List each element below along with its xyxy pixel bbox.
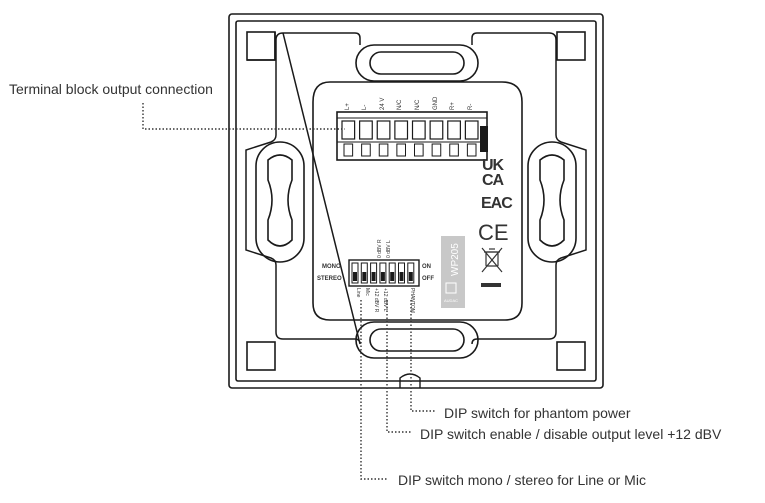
dip-stereo-label: STEREO	[317, 276, 342, 282]
model-label-text: WP205	[450, 243, 461, 276]
dip-label-0dbv-l: 0 dBV L	[386, 240, 392, 258]
right-mounting-slot	[527, 141, 577, 263]
weee-bin-icon	[481, 247, 503, 273]
dip-off-label: OFF	[422, 276, 434, 282]
dip-switch-block	[348, 259, 420, 287]
dip-label-12dbv-l: +12 dBV L	[382, 288, 388, 312]
weee-bar	[481, 283, 501, 287]
pin-label-nc-2: N/C	[415, 99, 421, 110]
leader-phantom	[410, 300, 436, 412]
dip-label-phantom: PHANTOM	[409, 288, 415, 313]
dip-switch-lever	[370, 262, 378, 284]
terminal-pin-slot	[359, 120, 373, 140]
dip-label-mic: Mic	[364, 288, 370, 296]
module-body	[312, 81, 523, 321]
bottom-notch	[399, 373, 421, 388]
pin-label-r-minus: R-	[468, 104, 474, 110]
callout-leaders	[142, 103, 436, 480]
eac-mark: EAC	[481, 195, 513, 212]
dip-on-label: ON	[422, 264, 431, 270]
terminal-pin-screw	[449, 143, 459, 157]
callout-terminal-block: Terminal block output connection	[9, 81, 213, 97]
callout-output-level: DIP switch enable / disable output level…	[420, 426, 722, 442]
dip-switch-knob	[399, 272, 404, 281]
terminal-pin-slot	[447, 120, 461, 140]
dip-switch-lever	[388, 262, 396, 284]
callout-mono-stereo: DIP switch mono / stereo for Line or Mic	[398, 472, 646, 488]
leader-mono	[360, 300, 388, 480]
terminal-pin-slot	[376, 120, 391, 140]
terminal-pin-screw	[431, 143, 442, 157]
brand-logo-icon	[445, 282, 457, 294]
dip-switch-lever	[398, 262, 405, 284]
model-label-panel	[441, 236, 465, 308]
left-mounting-slot	[255, 141, 305, 263]
dip-switch-knob	[371, 272, 376, 281]
terminal-pin-slot	[429, 120, 444, 140]
ce-mark: CE	[478, 220, 509, 245]
pin-label-gnd: GND	[433, 96, 439, 110]
pin-label-l-minus: L-	[362, 105, 368, 110]
outer-frame	[228, 13, 604, 389]
pin-label-24v: 24 V	[380, 98, 386, 110]
pin-label-r-plus: R+	[450, 102, 456, 110]
dip-switch-knob	[353, 272, 357, 281]
dip-switch-knob	[390, 272, 395, 281]
pin-label-nc-1: N/C	[397, 99, 403, 110]
terminal-pin-screw	[378, 143, 389, 157]
bottom-mounting-slot	[355, 321, 479, 359]
dip-switch-knob	[408, 272, 413, 281]
dip-switch-knob	[380, 272, 385, 281]
terminal-pin-slot	[464, 120, 479, 140]
dip-switches	[351, 262, 415, 284]
leader-terminal	[142, 103, 345, 130]
terminal-pin-screw	[466, 143, 477, 157]
terminal-pin-screw	[396, 143, 406, 157]
terminal-pin-slot	[341, 120, 356, 140]
brand-label-text: AUDAC	[444, 298, 458, 303]
top-mounting-slot	[355, 44, 479, 82]
terminal-pin-screw	[361, 143, 371, 157]
dip-mono-label: MONO	[322, 264, 341, 270]
terminal-pin-slot	[394, 120, 409, 140]
dip-switch-lever	[407, 262, 415, 284]
terminal-pin-screw	[343, 143, 354, 157]
dip-switch-lever	[351, 262, 359, 284]
pin-label-l-plus: L+	[345, 103, 351, 110]
terminal-pin-screw	[414, 143, 424, 157]
terminal-block	[336, 111, 488, 161]
terminal-pin-slot	[411, 120, 426, 140]
dip-switch-lever	[379, 262, 387, 284]
dip-label-12dbv-r: +12 dBV R	[373, 288, 379, 313]
dip-switch-lever	[360, 262, 368, 284]
ukca-mark-top: UK	[482, 157, 505, 174]
dip-switch-knob	[362, 272, 367, 281]
ukca-mark-bottom: CA	[482, 172, 505, 189]
dip-label-line: Line	[355, 288, 361, 298]
terminal-pins	[341, 120, 479, 157]
inner-frame	[245, 32, 587, 345]
callout-phantom-power: DIP switch for phantom power	[444, 405, 631, 421]
dip-label-0dbv-r: 0 dBV R	[377, 239, 383, 258]
